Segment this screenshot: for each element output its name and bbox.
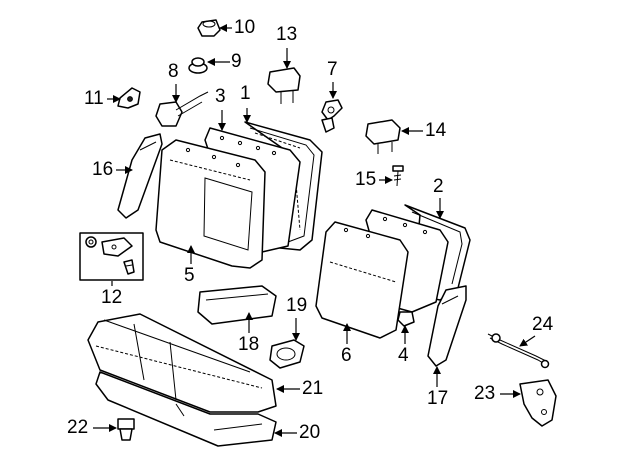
callout-11: 11 bbox=[84, 88, 104, 109]
callout-10: 10 bbox=[234, 17, 256, 38]
headrest-13 bbox=[267, 67, 301, 104]
callout-8: 8 bbox=[168, 61, 179, 82]
callout-24: 24 bbox=[532, 314, 554, 335]
callout-12: 12 bbox=[101, 287, 123, 308]
callout-17: 17 bbox=[427, 388, 449, 409]
armrest-18 bbox=[197, 285, 277, 325]
callout-18: 18 bbox=[238, 334, 260, 355]
callout-20: 20 bbox=[299, 422, 321, 443]
part-7-guide bbox=[321, 99, 343, 133]
seat-back-cover-left bbox=[155, 139, 266, 269]
part-9-grommet bbox=[188, 57, 208, 74]
callout-9: 9 bbox=[231, 51, 242, 72]
part-4-clip bbox=[397, 311, 415, 327]
callout-21: 21 bbox=[302, 378, 324, 399]
callout-15: 15 bbox=[355, 169, 377, 190]
callout-5: 5 bbox=[184, 265, 195, 286]
callout-19: 19 bbox=[286, 295, 308, 316]
callout-16: 16 bbox=[92, 159, 114, 180]
part-10-cap bbox=[197, 19, 221, 37]
callout-23: 23 bbox=[474, 383, 496, 404]
headrest-14 bbox=[365, 119, 401, 154]
part-24-rod bbox=[487, 333, 550, 369]
cupholder-19 bbox=[269, 339, 305, 369]
seat-cushion-cover-21 bbox=[87, 313, 277, 413]
side-trim-right bbox=[427, 285, 467, 367]
seat-cushion-pad-20 bbox=[95, 371, 277, 447]
part-8-bracket bbox=[155, 91, 209, 127]
part-11-hinge bbox=[117, 87, 141, 109]
seat-back-cover-right bbox=[315, 221, 409, 339]
callout-7: 7 bbox=[327, 59, 338, 80]
part-12-kit-box bbox=[79, 232, 144, 281]
callout-14: 14 bbox=[425, 120, 447, 141]
part-15-bolt bbox=[392, 165, 404, 187]
callout-13: 13 bbox=[276, 24, 298, 45]
part-23-bracket bbox=[519, 379, 557, 427]
leader-lines bbox=[93, 24, 536, 437]
callout-4: 4 bbox=[398, 345, 409, 366]
part-22-clip bbox=[117, 418, 135, 441]
callout-6: 6 bbox=[341, 345, 352, 366]
callout-22: 22 bbox=[67, 417, 89, 438]
side-trim-left bbox=[117, 133, 163, 219]
callout-1: 1 bbox=[240, 83, 251, 104]
callout-3: 3 bbox=[215, 86, 226, 107]
callout-2: 2 bbox=[433, 176, 444, 197]
